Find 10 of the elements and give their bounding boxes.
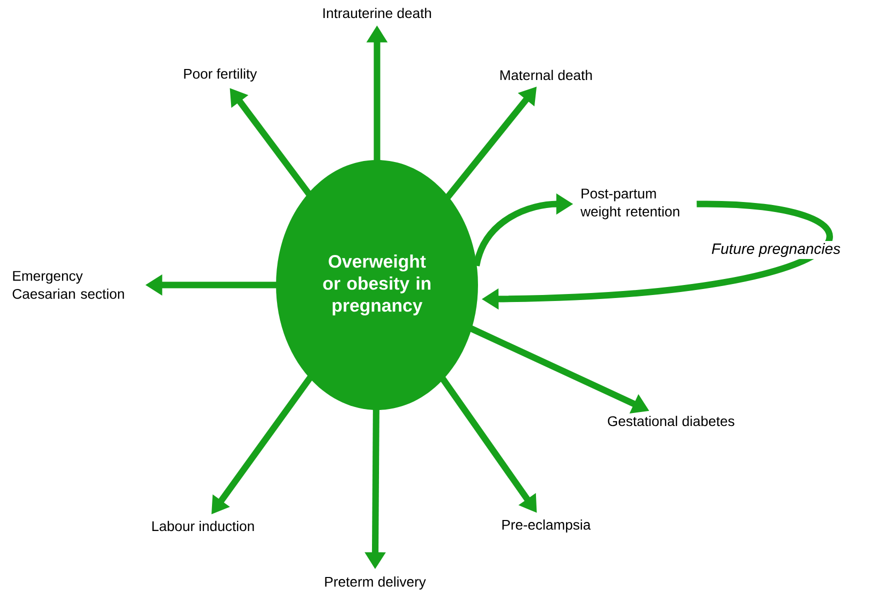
outcome-label: Intrauterine death — [323, 8, 431, 18]
outcome-label: Poor fertility — [184, 68, 257, 82]
outcome-label: Post-partum weight retention — [580, 188, 680, 220]
outcome-label: Preterm delivery — [325, 576, 426, 590]
outcome-label: Gestational diabetes — [608, 416, 734, 426]
outcome-label: Emergency Caesarian section — [12, 271, 124, 299]
outcome-label: Pre-eclampsia — [502, 519, 591, 532]
outcome-label: Labour induction — [152, 520, 254, 532]
outcome-label: Maternal death — [500, 70, 592, 80]
edge-label: Future pregnancies — [709, 241, 843, 259]
